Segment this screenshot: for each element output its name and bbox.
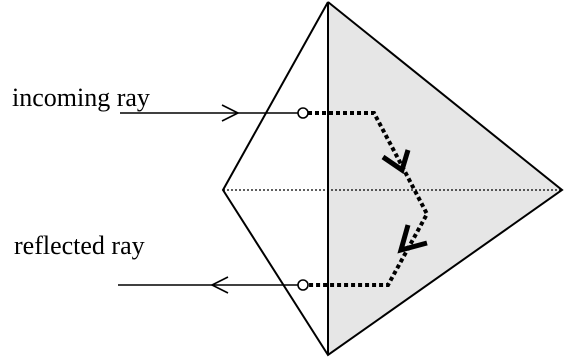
reflected-ray-label: reflected ray [14,231,145,260]
internal-arrow-chevron-2 [397,224,428,254]
incoming-ray-arrowhead [221,104,240,122]
internal-arrow-chevron-1 [381,149,411,174]
shaded-prism-face [328,2,562,355]
incoming-entry-point [297,107,309,119]
reflected-exit-point [297,279,309,291]
reflected-ray-arrowhead [210,276,229,294]
incoming-ray-label: incoming ray [12,83,150,112]
internal-ray-path [308,111,430,287]
